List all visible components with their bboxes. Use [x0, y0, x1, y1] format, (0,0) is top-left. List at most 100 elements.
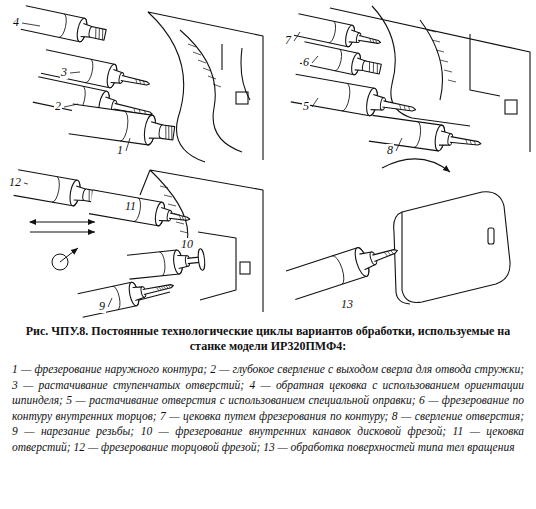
cutter-tooth — [164, 125, 168, 139]
spindle — [78, 274, 176, 317]
workpiece-housing — [394, 192, 510, 304]
spindle — [89, 190, 192, 231]
flute-stroke — [369, 38, 372, 42]
cutter-tooth — [367, 62, 371, 72]
spindle-body — [21, 6, 89, 43]
machining-illustration — [0, 0, 536, 320]
spindle-ring — [52, 177, 61, 203]
hatch-stroke — [188, 44, 196, 47]
flute-stroke — [465, 140, 468, 144]
housing-window — [505, 100, 517, 114]
flute-stroke — [384, 252, 387, 257]
hatch-stroke — [444, 70, 452, 72]
flute-stroke — [469, 140, 472, 144]
flute-stroke — [179, 216, 182, 220]
callout-number: 1 — [116, 144, 124, 157]
legend-item: 13 — обработка поверхностей типа тел вра… — [263, 441, 514, 453]
spindle-ring — [113, 285, 122, 309]
leader-line — [312, 56, 318, 63]
flute-stroke — [156, 287, 159, 291]
callout-number: 4 — [12, 16, 20, 29]
tap-tool — [143, 283, 174, 295]
cutter-tooth — [371, 63, 375, 73]
hatch-stroke — [213, 84, 221, 87]
drill-tool — [121, 75, 150, 86]
leader-line — [312, 98, 318, 107]
part-slot — [488, 228, 494, 244]
rotation-arrow — [382, 159, 450, 172]
cutter-tooth — [170, 126, 174, 140]
spindle-ring — [120, 111, 129, 141]
spindle-ring — [159, 251, 166, 275]
hatch-stroke — [432, 40, 440, 42]
cutter-tooth — [97, 28, 101, 39]
legend-item: 10 — фрезерование внутренних канавок дис… — [141, 425, 446, 437]
flute-stroke — [408, 106, 411, 111]
spindle-body — [78, 281, 141, 317]
hatch-stroke — [180, 231, 188, 233]
spindle-body — [300, 42, 362, 76]
spindle-ring — [332, 254, 346, 284]
spindle — [21, 6, 108, 47]
legend-item: 9 — нарезание резьбы; — [12, 425, 134, 437]
spindle-ring — [342, 83, 352, 111]
motion-arrow — [60, 248, 78, 262]
flute-stroke — [375, 40, 378, 44]
flute-stroke — [403, 105, 406, 110]
hatch-stroke — [164, 195, 172, 197]
workpiece-housing — [148, 12, 263, 162]
callout-number: 10 — [180, 238, 194, 251]
housing-window — [240, 262, 250, 274]
cutter-tooth — [101, 29, 105, 40]
flute-stroke — [168, 284, 171, 288]
drill-tool — [382, 101, 416, 113]
leader-line — [126, 138, 130, 151]
cutter-tooth — [94, 27, 98, 38]
spindle-body — [127, 250, 183, 280]
hatch-stroke — [203, 68, 211, 71]
spindle — [14, 170, 100, 210]
spindle-body — [294, 14, 356, 48]
cutter-tooth — [167, 126, 171, 140]
face-mill — [90, 27, 106, 40]
legend-item: 1 — фрезерование наружного контура; — [12, 363, 207, 375]
spindle-body — [291, 74, 379, 116]
flute-stroke — [161, 286, 164, 290]
flute-stroke — [139, 80, 142, 84]
motion-arrow — [30, 232, 95, 233]
hatch-stroke — [198, 60, 206, 63]
flute-stroke — [474, 141, 477, 145]
drill-tool — [450, 137, 481, 147]
legend-item: 8 — сверление отверстия; — [392, 410, 524, 422]
spindle-body — [14, 170, 82, 207]
motion-arrow — [30, 222, 95, 223]
flute-stroke — [184, 217, 187, 221]
spindle-ring — [86, 59, 95, 83]
spindle-ring — [414, 122, 422, 148]
hatch-stroke — [176, 222, 184, 224]
spindle — [127, 247, 206, 279]
hatch-stroke — [436, 50, 444, 52]
callout-number: 2 — [54, 100, 62, 113]
workpiece-housing — [120, 170, 263, 312]
hatch-stroke — [160, 186, 168, 188]
drill-tool — [169, 213, 190, 222]
spindle-body — [286, 246, 372, 299]
spindle — [300, 42, 383, 80]
callout-number: 5 — [302, 100, 310, 113]
drill-tool — [372, 247, 398, 261]
legend-item: 3 — растачивание ступенчатых отверстий; — [12, 379, 244, 391]
leader-line — [396, 138, 402, 151]
flute-stroke — [182, 216, 185, 220]
flute-stroke — [159, 286, 162, 290]
flute-stroke — [387, 251, 390, 256]
callout-number: 13 — [340, 298, 354, 311]
housing-window — [236, 92, 248, 104]
spindle-ring — [335, 49, 343, 71]
spindle-body — [89, 190, 166, 227]
spindle-ring — [329, 21, 337, 43]
callout-number: 12 — [8, 176, 22, 189]
hatch-stroke — [168, 204, 176, 206]
face-mill — [161, 125, 175, 140]
